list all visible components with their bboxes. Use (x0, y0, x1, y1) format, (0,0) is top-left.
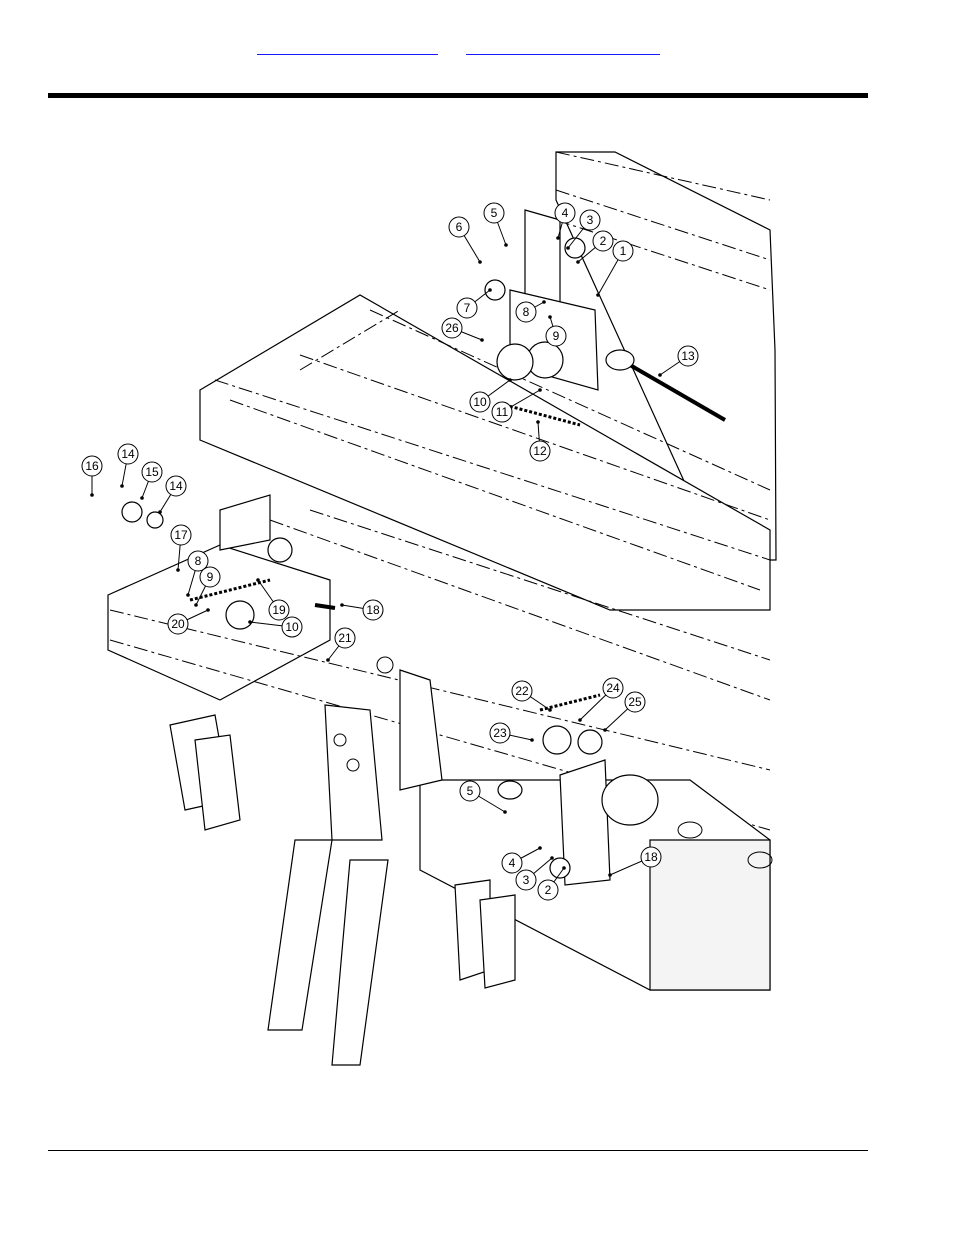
callout-number: 4 (562, 206, 569, 220)
header-rule (48, 93, 868, 98)
callout-arrowhead (140, 496, 144, 500)
callout-number: 6 (456, 220, 463, 234)
callout-number: 11 (496, 405, 509, 419)
callout-arrowhead (548, 315, 552, 319)
callout-16: 16 (82, 456, 102, 497)
exploded-parts-diagram: 1234567892610111213161415141789191820102… (70, 140, 800, 1090)
callout-arrowhead (556, 236, 560, 240)
callout-number: 2 (545, 883, 552, 897)
callout-arrowhead (548, 708, 552, 712)
callout-number: 3 (587, 213, 594, 227)
callout-number: 5 (491, 206, 498, 220)
callout-14: 14 (158, 476, 186, 514)
callout-number: 2 (600, 234, 607, 248)
callout-number: 17 (174, 528, 188, 542)
callout-number: 24 (606, 681, 620, 695)
callout-arrowhead (256, 578, 260, 582)
callout-arrowhead (480, 338, 484, 342)
callout-arrowhead (530, 738, 534, 742)
callout-18: 18 (340, 600, 383, 620)
callout-arrowhead (340, 603, 344, 607)
callout-number: 18 (366, 603, 380, 617)
callout-arrowhead (538, 846, 542, 850)
callout-arrowhead (120, 484, 124, 488)
callout-arrowhead (578, 718, 582, 722)
callout-arrowhead (596, 293, 600, 297)
callout-number: 8 (523, 305, 530, 319)
callout-arrowhead (562, 866, 566, 870)
header-link-2[interactable] (466, 40, 660, 55)
callout-26: 26 (442, 318, 484, 342)
callout-number: 25 (628, 695, 642, 709)
callout-22: 22 (512, 681, 552, 712)
callout-number: 3 (523, 873, 530, 887)
callout-number: 19 (272, 603, 286, 617)
callout-number: 9 (207, 570, 214, 584)
callout-7: 7 (457, 288, 492, 318)
callout-14: 14 (118, 444, 138, 488)
callout-number: 10 (285, 620, 299, 634)
callout-number: 10 (473, 395, 487, 409)
callout-number: 9 (553, 329, 560, 343)
callout-arrowhead (508, 378, 512, 382)
callout-number: 16 (85, 459, 99, 473)
callout-arrowhead (566, 246, 570, 250)
callout-arrowhead (186, 593, 190, 597)
callout-6: 6 (449, 217, 482, 264)
callout-number: 22 (515, 684, 529, 698)
callout-arrowhead (503, 810, 507, 814)
callout-number: 7 (464, 301, 471, 315)
callout-arrowhead (658, 373, 662, 377)
header-link-1[interactable] (257, 40, 438, 55)
callout-arrowhead (536, 420, 540, 424)
callout-number: 5 (467, 784, 474, 798)
callout-arrowhead (538, 388, 542, 392)
callout-arrowhead (158, 510, 162, 514)
callout-number: 15 (145, 465, 159, 479)
footer-rule (48, 1150, 868, 1151)
callout-arrowhead (326, 658, 330, 662)
callout-arrowhead (248, 620, 252, 624)
callout-arrowhead (206, 608, 210, 612)
callout-number: 4 (509, 856, 516, 870)
callout-number: 21 (338, 631, 352, 645)
callout-arrowhead (603, 728, 607, 732)
callout-25: 25 (603, 692, 645, 732)
callout-number: 18 (644, 850, 658, 864)
callout-arrowhead (90, 493, 94, 497)
callout-number: 1 (620, 244, 627, 258)
callout-number: 14 (121, 447, 135, 461)
callout-arrowhead (478, 260, 482, 264)
callout-arrowhead (504, 243, 508, 247)
hitch-tower (268, 657, 442, 1065)
callout-number: 23 (493, 726, 507, 740)
callout-5: 5 (484, 203, 508, 247)
callout-arrowhead (576, 260, 580, 264)
callout-number: 20 (171, 617, 185, 631)
callout-number: 12 (533, 444, 547, 458)
callout-arrowhead (176, 568, 180, 572)
callout-15: 15 (140, 462, 162, 500)
callout-number: 13 (681, 349, 695, 363)
callout-number: 8 (195, 554, 202, 568)
callout-arrowhead (542, 300, 546, 304)
callout-arrowhead (488, 288, 492, 292)
callout-number: 14 (169, 479, 183, 493)
callout-arrowhead (194, 603, 198, 607)
callout-arrowhead (608, 873, 612, 877)
callout-23: 23 (490, 723, 534, 743)
callout-number: 26 (445, 321, 459, 335)
callout-arrowhead (550, 856, 554, 860)
